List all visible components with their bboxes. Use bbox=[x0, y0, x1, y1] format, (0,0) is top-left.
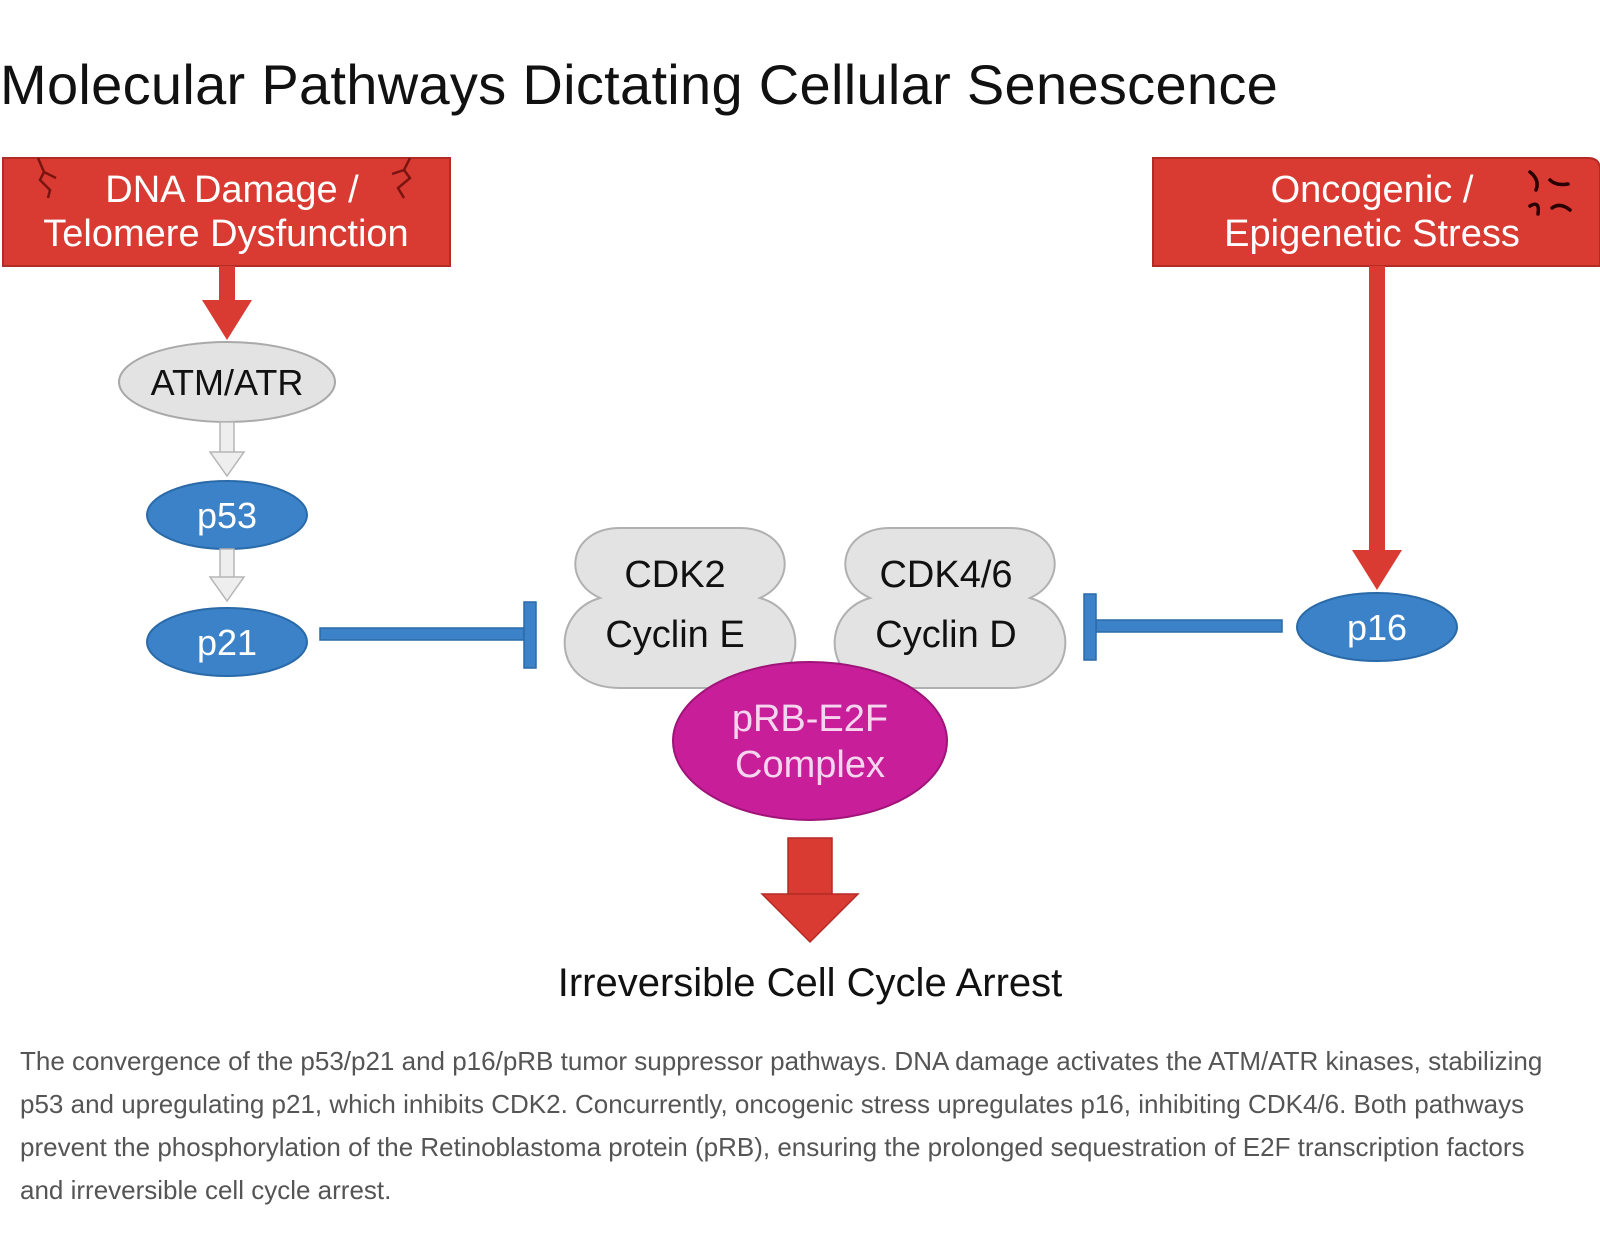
node-atm-atr-label: ATM/ATR bbox=[151, 362, 304, 403]
stress-box-dna-damage-line2: Telomere Dysfunction bbox=[43, 213, 408, 255]
activation-arrow-oncogenic-to-p16 bbox=[1352, 266, 1402, 590]
crack-icon bbox=[36, 157, 57, 199]
arrow-prb-to-arrest bbox=[760, 837, 860, 944]
node-complex-label: Complex bbox=[735, 744, 885, 786]
node-p21-label: p21 bbox=[197, 622, 257, 663]
node-p21: p21 bbox=[146, 607, 308, 677]
node-p53: p53 bbox=[146, 480, 308, 550]
node-cdk46-cyclin-d: CDK4/6 Cyclin D bbox=[833, 527, 1067, 689]
activation-arrow-dna-to-atm bbox=[202, 266, 252, 340]
node-prb-label: pRB-E2F bbox=[732, 698, 888, 740]
node-atm-atr: ATM/ATR bbox=[118, 341, 336, 423]
stress-burst-icon bbox=[1528, 170, 1572, 216]
stress-box-oncogenic-line2: Epigenetic Stress bbox=[1224, 213, 1520, 255]
senescence-pathway-diagram: DNA Damage / Telomere Dysfunction Oncoge… bbox=[2, 157, 1600, 1005]
figure-caption: The convergence of the p53/p21 and p16/p… bbox=[20, 1046, 1543, 1205]
node-p16: p16 bbox=[1296, 592, 1458, 662]
page-title: Molecular Pathways Dictating Cellular Se… bbox=[0, 53, 1279, 116]
node-cdk2-cyclin-e: CDK2 Cyclin E bbox=[563, 527, 797, 689]
stress-box-dna-damage-line1: DNA Damage / bbox=[105, 169, 359, 211]
node-cyclin-d-label: Cyclin D bbox=[875, 614, 1016, 656]
node-cdk2-label: CDK2 bbox=[624, 554, 725, 596]
inhibition-p21-to-cdk2 bbox=[319, 601, 537, 669]
node-prb-e2f-complex: pRB-E2F Complex bbox=[672, 661, 948, 821]
arrow-p53-to-p21 bbox=[208, 548, 246, 603]
outcome-label: Irreversible Cell Cycle Arrest bbox=[558, 961, 1063, 1005]
stress-box-oncogenic: Oncogenic / Epigenetic Stress bbox=[1152, 157, 1600, 267]
node-p16-label: p16 bbox=[1347, 607, 1407, 648]
crack-icon bbox=[391, 157, 412, 199]
stress-box-dna-damage: DNA Damage / Telomere Dysfunction bbox=[2, 157, 451, 267]
inhibition-p16-to-cdk46 bbox=[1083, 593, 1283, 661]
stress-box-oncogenic-line1: Oncogenic / bbox=[1271, 169, 1474, 211]
node-cyclin-e-label: Cyclin E bbox=[605, 614, 744, 656]
node-cdk46-label: CDK4/6 bbox=[879, 554, 1012, 596]
arrow-atm-to-p53 bbox=[208, 421, 246, 478]
node-p53-label: p53 bbox=[197, 495, 257, 536]
